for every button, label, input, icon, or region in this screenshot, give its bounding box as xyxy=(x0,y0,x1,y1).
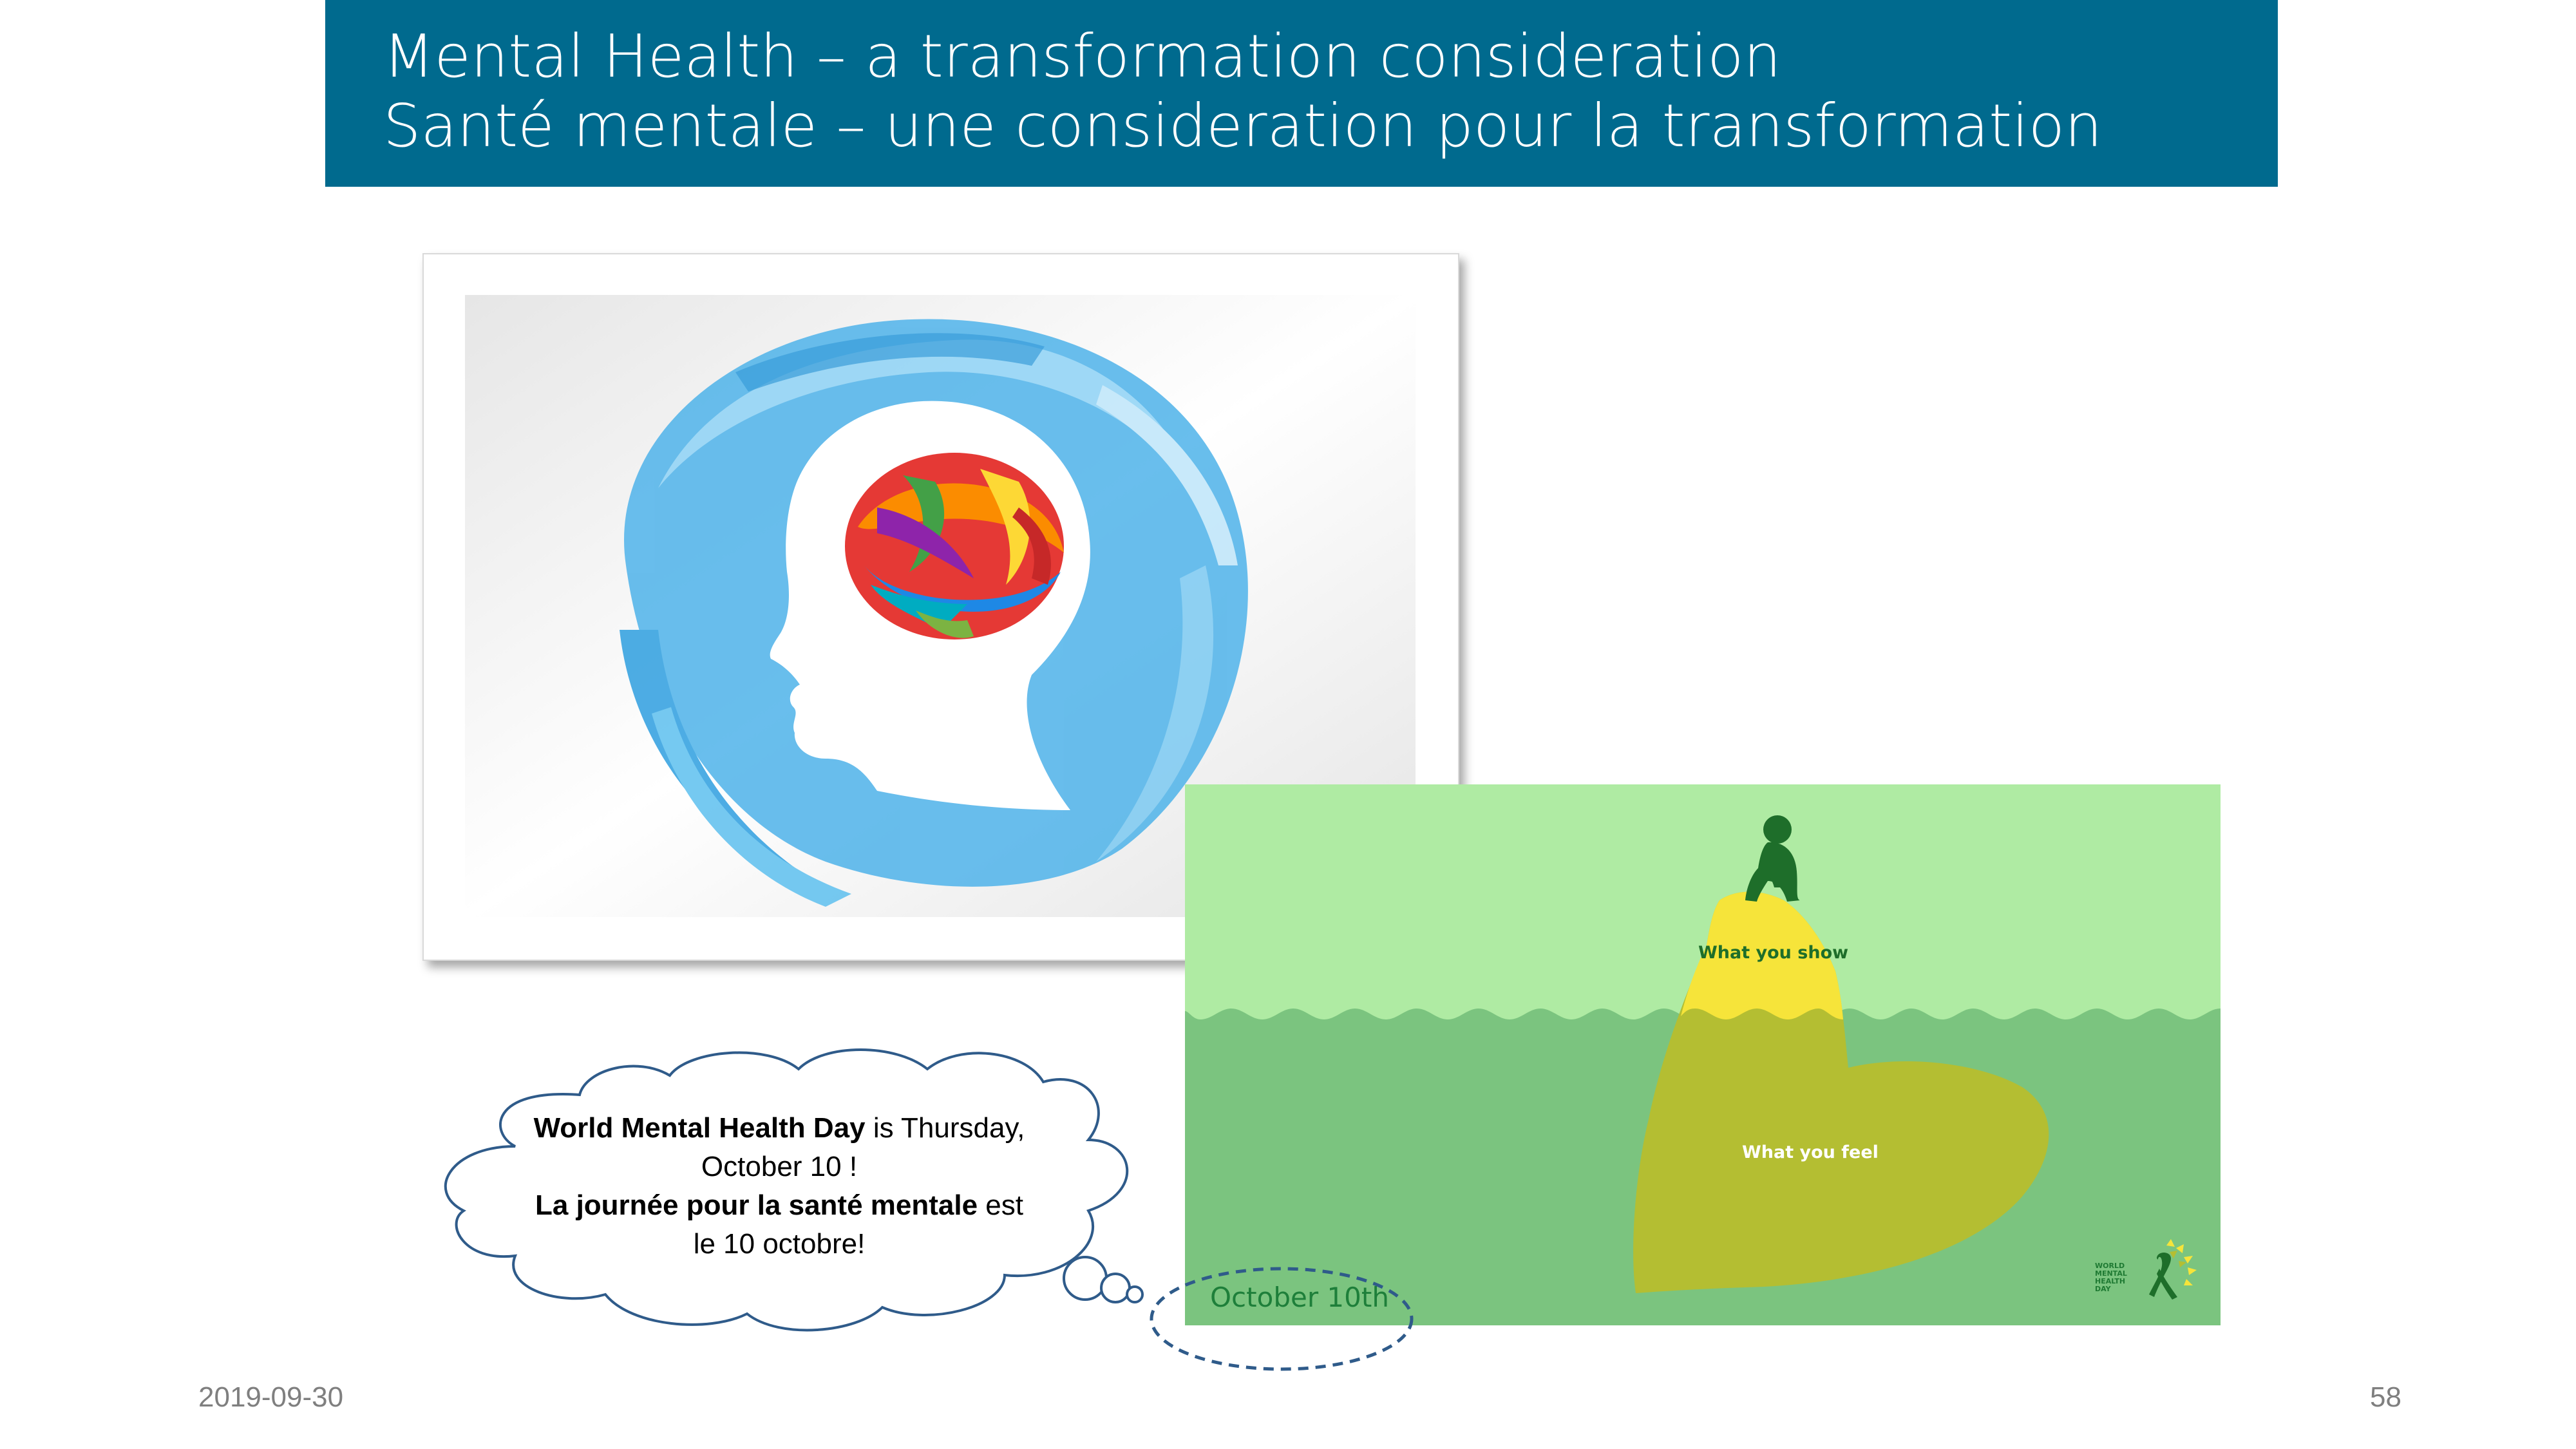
what-you-feel-label: What you feel xyxy=(1742,1142,1879,1162)
october-10th-label: October 10th xyxy=(1210,1282,1389,1313)
slide-page-number: 58 xyxy=(2370,1381,2401,1413)
world-mental-health-day-poster: What you show What you feel WORLD MENTAL… xyxy=(1185,784,2221,1325)
callout-line-1-rest: is Thursday, xyxy=(865,1112,1025,1144)
sky-area xyxy=(1185,784,2221,1019)
heart-tip-above-water xyxy=(1681,891,1843,1019)
head-brain-illustration xyxy=(465,295,1416,917)
thought-bubble-dot-small xyxy=(1126,1285,1144,1303)
thought-bubble-dot-large xyxy=(1063,1256,1108,1301)
logo-word-day: DAY xyxy=(2095,1285,2111,1293)
slide-title-french: Santé mentale – une consideration pour l… xyxy=(383,91,2103,160)
footer-date: 2019-09-30 xyxy=(198,1381,344,1413)
thought-bubble-dot-medium xyxy=(1100,1273,1131,1303)
callout-line-3-bold: La journée pour la santé mentale xyxy=(535,1189,978,1221)
colorful-brain xyxy=(845,453,1064,639)
sitting-person-silhouette xyxy=(1745,815,1800,902)
callout-line-4: le 10 octobre! xyxy=(693,1228,866,1260)
callout-line-3-rest: est xyxy=(978,1189,1023,1221)
callout-line-1-bold: World Mental Health Day xyxy=(533,1112,866,1144)
slide-title-english: Mental Health – a transformation conside… xyxy=(383,22,1781,91)
callout-line-1: World Mental Health Day is Thursday, xyxy=(509,1109,1050,1148)
cloud-callout-text: World Mental Health Day is Thursday, Oct… xyxy=(509,1109,1050,1264)
what-you-show-label: What you show xyxy=(1698,943,1849,963)
wmhd-logo-words: WORLD MENTAL HEALTH DAY xyxy=(2095,1262,2127,1293)
logo-word-world: WORLD xyxy=(2095,1262,2125,1270)
callout-line-3: La journée pour la santé mentale est xyxy=(509,1186,1050,1225)
green-ribbon-icon xyxy=(2149,1239,2197,1300)
title-bar: Mental Health – a transformation conside… xyxy=(325,0,2278,187)
iceberg-heart-illustration xyxy=(1185,784,2221,1325)
head-illustration-frame xyxy=(422,253,1459,961)
logo-word-health: HEALTH xyxy=(2095,1277,2126,1285)
world-mental-health-day-logo: WORLD MENTAL HEALTH DAY xyxy=(2095,1239,2204,1310)
callout-line-2: October 10 ! xyxy=(701,1151,858,1182)
logo-word-mental: MENTAL xyxy=(2095,1269,2127,1278)
